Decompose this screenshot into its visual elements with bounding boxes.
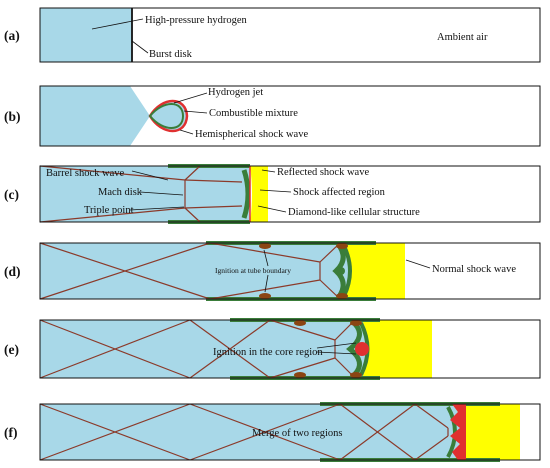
leader-mixture bbox=[183, 110, 208, 114]
label-diamond-cellular: Diamond-like cellular structure bbox=[288, 207, 420, 218]
leader-ignition-top bbox=[263, 249, 269, 267]
label-mach-disk: Mach disk bbox=[98, 187, 143, 198]
shock-affected-region bbox=[250, 166, 268, 222]
panel-e-tag: (e) bbox=[4, 342, 19, 357]
tube-outline bbox=[39, 7, 541, 63]
hydrogen-region bbox=[40, 243, 350, 299]
tube-outline bbox=[39, 403, 541, 461]
tube-outline bbox=[39, 85, 541, 147]
label-high-pressure-hydrogen: High-pressure hydrogen bbox=[145, 15, 248, 26]
label-triple-point: Triple point bbox=[84, 205, 134, 216]
reflected-shock bbox=[346, 322, 362, 376]
hydrogen-region bbox=[40, 8, 132, 62]
label-combustible-mixture: Combustible mixture bbox=[209, 108, 298, 119]
label-barrel-shock: Barrel shock wave bbox=[46, 168, 124, 179]
hemispherical-shock bbox=[148, 99, 189, 133]
core-ignition bbox=[355, 342, 369, 356]
label-hemispherical-shock: Hemispherical shock wave bbox=[195, 129, 308, 140]
combustible-mixture-band bbox=[148, 103, 185, 129]
hydrogen-region bbox=[40, 404, 460, 460]
hydrogen-region bbox=[40, 86, 150, 146]
leader-triple bbox=[129, 206, 185, 211]
barrel-shock-lines bbox=[39, 165, 243, 223]
panel-f: (f) Merge of two regions bbox=[4, 402, 541, 462]
panel-b: (b) Hydrogen jet Combustible mixture Hem… bbox=[4, 85, 541, 147]
leader-disk bbox=[131, 40, 149, 54]
core-blob bbox=[337, 267, 345, 275]
diamond-lines bbox=[39, 403, 449, 461]
tube-outline bbox=[39, 242, 541, 300]
reflected-shock bbox=[241, 169, 251, 219]
label-ignition-core: Ignition in the core region bbox=[213, 347, 323, 358]
label-ignition-boundary: Ignition at tube boundary bbox=[215, 266, 291, 275]
leader-shock bbox=[179, 129, 194, 135]
panel-a: (a) High-pressure hydrogen Burst disk Am… bbox=[4, 7, 541, 63]
tube-outline bbox=[39, 165, 541, 223]
label-shock-affected: Shock affected region bbox=[293, 187, 386, 198]
panel-d: (d) Ignition at tube boundary Normal sho… bbox=[4, 241, 541, 301]
leader-normal bbox=[405, 259, 431, 269]
leader-ignition-bottom bbox=[264, 274, 269, 293]
leader-diamond bbox=[257, 205, 287, 213]
panel-a-tag: (a) bbox=[4, 28, 20, 43]
panel-c-tag: (c) bbox=[4, 187, 19, 202]
label-hydrogen-jet: Hydrogen jet bbox=[208, 87, 263, 98]
label-normal-shock: Normal shock wave bbox=[432, 264, 516, 275]
reflected-shock bbox=[332, 245, 346, 297]
leader-affected bbox=[259, 189, 292, 193]
panel-c: (c) Barrel shock wave Mach disk Triple p… bbox=[4, 164, 541, 224]
hydrogen-region bbox=[40, 166, 250, 222]
panel-b-tag: (b) bbox=[4, 109, 21, 124]
merged-ignition-front bbox=[450, 404, 466, 460]
leader-reflected bbox=[261, 169, 276, 173]
panel-f-tag: (f) bbox=[4, 425, 18, 440]
label-reflected-shock: Reflected shock wave bbox=[277, 167, 369, 178]
label-merge: Merge of two regions bbox=[252, 428, 343, 439]
leader-mach bbox=[139, 191, 184, 196]
leading-shock-band bbox=[342, 245, 352, 297]
panel-e: (e) Ignition in the core region bbox=[4, 318, 541, 380]
shock-affected-region bbox=[345, 243, 405, 299]
tube-outline bbox=[39, 319, 541, 379]
ignition-spots bbox=[294, 320, 362, 378]
leader-jet bbox=[173, 92, 208, 104]
panel-d-tag: (d) bbox=[4, 264, 21, 279]
hydrogen-region bbox=[40, 320, 370, 378]
leader-barrel bbox=[131, 170, 169, 181]
leader-core-2 bbox=[316, 351, 357, 355]
shock-affected-region bbox=[362, 320, 432, 378]
diamond-lines bbox=[39, 242, 341, 300]
leader-hydrogen bbox=[91, 18, 144, 30]
shock-affected-region bbox=[455, 404, 520, 460]
label-ambient-air: Ambient air bbox=[437, 32, 488, 43]
label-burst-disk: Burst disk bbox=[149, 49, 193, 60]
leader-core-1 bbox=[316, 342, 357, 349]
ignition-spots bbox=[259, 243, 348, 299]
diamond-lines bbox=[39, 319, 356, 379]
